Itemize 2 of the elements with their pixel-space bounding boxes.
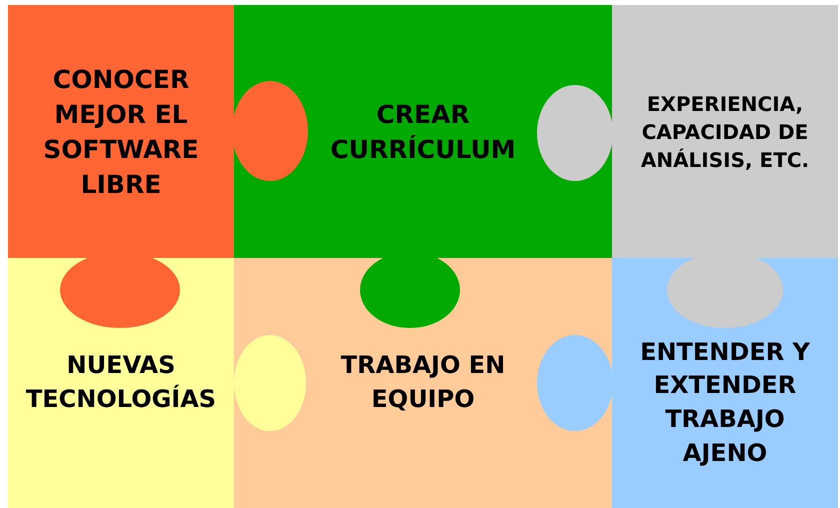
piece-label: CREAR CURRÍCULUM: [298, 96, 548, 166]
piece-label: TRABAJO EN EQUIPO: [323, 349, 523, 417]
